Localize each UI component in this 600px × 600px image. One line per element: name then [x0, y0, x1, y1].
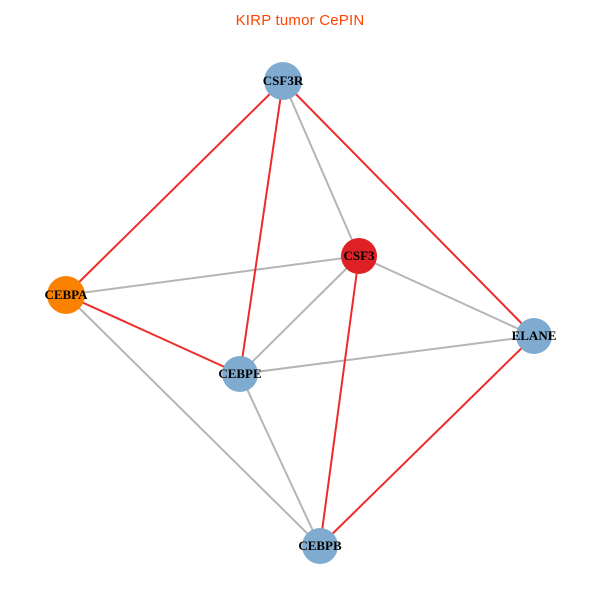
graph-node-CEBPB	[302, 528, 338, 564]
graph-edge-CSF3-CEBPE	[239, 255, 360, 375]
graph-edge-CSF3-CEBPA	[65, 255, 360, 296]
graph-node-CEBPE	[222, 356, 258, 392]
graph-node-CSF3R	[264, 62, 302, 100]
graph-edge-CEBPA-CEBPE	[65, 294, 241, 375]
node-label-CEBPB: CEBPB	[298, 538, 342, 553]
graph-edge-CSF3-CEBPB	[319, 255, 360, 547]
graph-edge-CEBPE-CEBPB	[239, 373, 321, 547]
graph-edge-CSF3R-CEBPE	[239, 80, 284, 375]
graph-edge-CSF3R-CEBPA	[65, 80, 284, 296]
node-label-ELANE: ELANE	[512, 328, 557, 343]
node-label-CSF3R: CSF3R	[263, 73, 304, 88]
edges-layer	[65, 80, 535, 547]
node-label-CEBPE: CEBPE	[218, 366, 261, 381]
nodes-layer	[47, 62, 552, 564]
node-label-CEBPA: CEBPA	[44, 287, 88, 302]
graph-node-CEBPA	[47, 276, 85, 314]
graph-edge-CSF3R-CSF3	[282, 80, 360, 257]
graph-node-ELANE	[516, 318, 552, 354]
plot-title: KIRP tumor CePIN	[236, 12, 365, 29]
graph-node-CSF3	[341, 238, 377, 274]
graph-edge-CEBPE-ELANE	[239, 335, 535, 375]
graph-edge-CSF3R-ELANE	[282, 80, 535, 337]
graph-edge-CEBPA-CEBPB	[65, 294, 321, 547]
graph-edge-ELANE-CEBPB	[319, 335, 535, 547]
graph-edge-CSF3-ELANE	[358, 255, 535, 337]
node-label-CSF3: CSF3	[343, 248, 375, 263]
